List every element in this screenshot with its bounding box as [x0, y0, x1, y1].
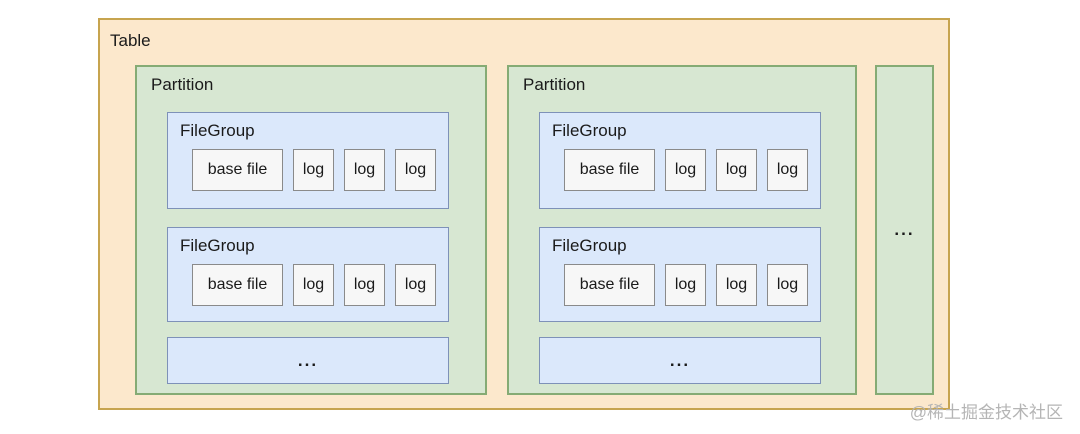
base-file-box: base file	[564, 264, 655, 306]
table-label: Table	[110, 31, 151, 50]
file-row: base file log log log	[192, 264, 448, 306]
base-file-box: base file	[192, 149, 283, 191]
log-file-box: log	[716, 264, 757, 306]
table-box: Table Partition FileGroup base file log …	[98, 18, 950, 410]
filegroup-box: FileGroup base file log log log	[539, 227, 821, 322]
log-file-box: log	[665, 264, 706, 306]
log-file-box: log	[293, 264, 334, 306]
partition-box-1: Partition FileGroup base file log log lo…	[135, 65, 487, 395]
file-row: base file log log log	[564, 264, 820, 306]
watermark-text: @稀土掘金技术社区	[909, 403, 1063, 422]
log-file-box: log	[665, 149, 706, 191]
partition-label: Partition	[523, 75, 586, 94]
filegroup-label: FileGroup	[180, 121, 255, 140]
more-filegroups-box: ...	[539, 337, 821, 384]
filegroup-label: FileGroup	[180, 236, 255, 255]
filegroup-box: FileGroup base file log log log	[167, 112, 449, 209]
more-partitions-box: ...	[875, 65, 934, 395]
more-filegroups-box: ...	[167, 337, 449, 384]
log-file-box: log	[716, 149, 757, 191]
partition-box-2: Partition FileGroup base file log log lo…	[507, 65, 857, 395]
log-file-box: log	[767, 149, 808, 191]
filegroup-column: FileGroup base file log log log FileGrou…	[167, 112, 449, 384]
log-file-box: log	[293, 149, 334, 191]
file-row: base file log log log	[564, 149, 820, 191]
base-file-box: base file	[192, 264, 283, 306]
filegroup-label: FileGroup	[552, 121, 627, 140]
filegroup-label: FileGroup	[552, 236, 627, 255]
filegroup-box: FileGroup base file log log log	[167, 227, 449, 322]
partitions-row: Partition FileGroup base file log log lo…	[135, 65, 948, 395]
filegroup-box: FileGroup base file log log log	[539, 112, 821, 209]
partition-label: Partition	[151, 75, 214, 94]
log-file-box: log	[395, 149, 436, 191]
log-file-box: log	[395, 264, 436, 306]
file-row: base file log log log	[192, 149, 448, 191]
filegroup-column: FileGroup base file log log log FileGrou…	[539, 112, 821, 384]
log-file-box: log	[344, 264, 385, 306]
log-file-box: log	[767, 264, 808, 306]
log-file-box: log	[344, 149, 385, 191]
base-file-box: base file	[564, 149, 655, 191]
